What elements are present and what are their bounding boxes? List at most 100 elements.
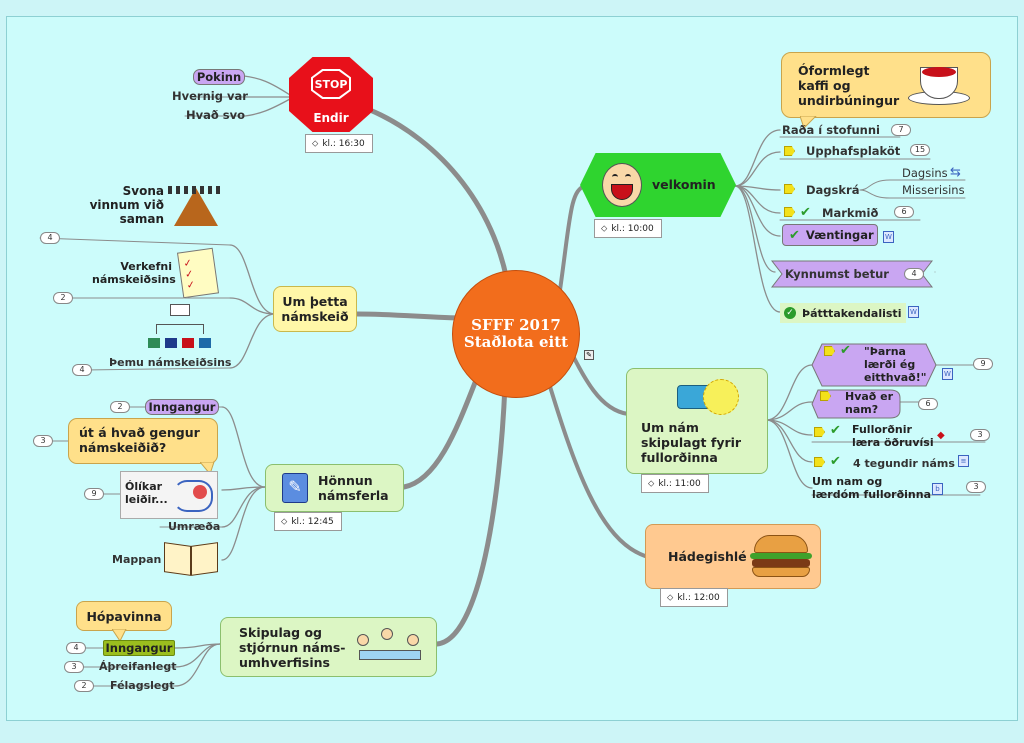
markmid-count[interactable]: 6: [894, 206, 914, 218]
dagsins-node[interactable]: Dagsins: [902, 166, 948, 180]
markmid-node[interactable]: Markmið: [822, 206, 879, 220]
checkmark-icon: ✔: [840, 343, 851, 358]
checklist-icon: ✓✓✓: [176, 247, 220, 299]
meeting-table-icon: [168, 180, 224, 228]
upphafsplakot-node[interactable]: Upphafsplaköt: [806, 144, 901, 158]
puzzle-sun-icon: [677, 379, 747, 415]
central-topic[interactable]: SFFF 2017 Staðlota eitt: [452, 270, 580, 398]
note-icon[interactable]: ✎: [584, 350, 594, 360]
laughing-face-icon: [602, 163, 642, 207]
umnamog-node[interactable]: Um nam og lærdóm fullorðinna: [812, 475, 931, 501]
endir-time-tag: ⬦kl.: 16:30: [305, 134, 373, 153]
checkmark-icon: ✔: [800, 205, 811, 220]
hvernig-var-node[interactable]: Hvernig var: [172, 89, 248, 103]
shapes-icon: ◆: [937, 430, 945, 441]
umnam-time-tag: ⬦kl.: 11:00: [641, 474, 709, 493]
raoa-node[interactable]: Raða í stofunni: [782, 123, 880, 137]
callout-namskeid-label: út á hvað gengur námskeiðið?: [79, 425, 200, 455]
doc-icon[interactable]: ≡: [958, 455, 969, 467]
tag-icon: ⬦: [601, 223, 608, 234]
umraeda-node[interactable]: Umræða: [168, 520, 221, 533]
tharna-node[interactable]: "Þarna lærði ég eitthvað!": [864, 345, 927, 384]
olikar-node[interactable]: Ólíkar leiðir...: [120, 471, 218, 519]
verkefni-node[interactable]: Verkefni námskeiðsins: [92, 260, 176, 286]
raoa-count[interactable]: 7: [891, 124, 911, 136]
felagslegt-count[interactable]: 2: [74, 680, 94, 692]
flag-icon: [814, 457, 825, 467]
callout-pointer: [800, 116, 817, 128]
honnun-time-tag: ⬦kl.: 12:45: [274, 512, 342, 531]
central-topic-label: SFFF 2017 Staðlota eitt: [463, 316, 569, 351]
word-doc-icon[interactable]: W: [942, 368, 953, 380]
kynnumst-count[interactable]: 4: [904, 268, 924, 280]
velkomin-time-tag: ⬦kl.: 10:00: [594, 219, 662, 238]
verkefni-count[interactable]: 4: [40, 232, 60, 244]
callout-namskeid-count[interactable]: 3: [33, 435, 53, 447]
flag-icon: [784, 184, 795, 194]
word-doc-icon[interactable]: W: [908, 306, 919, 318]
upphafsplakot-count[interactable]: 15: [910, 144, 930, 156]
hvad-svo-node[interactable]: Hvað svo: [186, 108, 246, 122]
themu-node[interactable]: Þemu námskeiðsins: [109, 356, 232, 369]
endir-node[interactable]: STOP Endir: [289, 57, 373, 132]
checkmark-icon: ✔: [789, 227, 800, 243]
fullordnir-count[interactable]: 3: [970, 429, 990, 441]
felagslegt-node[interactable]: Félagslegt: [110, 679, 175, 692]
dagskra-node[interactable]: Dagskrá: [806, 183, 860, 197]
inngangur-honnun-count[interactable]: 2: [110, 401, 130, 413]
areifanlegt-count[interactable]: 3: [64, 661, 84, 673]
vaentingar-node[interactable]: ✔Væntingar: [782, 224, 878, 246]
inngangur-skipulag-count[interactable]: 4: [66, 642, 86, 654]
word-doc-icon[interactable]: W: [883, 231, 894, 243]
hamburger-icon: [750, 533, 812, 581]
flag-icon: [820, 391, 831, 401]
tag-icon: ⬦: [312, 138, 319, 149]
blog-icon[interactable]: b: [932, 483, 943, 495]
misserisins-node[interactable]: Misserisins: [902, 183, 965, 197]
umthetta-label: Um þetta námskeið: [281, 294, 349, 324]
honnun-label: Hönnun námsferla: [318, 473, 389, 503]
thatttakendalisti-node[interactable]: ✓ Þátttakendalisti: [780, 303, 906, 323]
honnun-node[interactable]: ✎ Hönnun námsferla: [265, 464, 404, 512]
checkmark-icon: ✔: [830, 454, 841, 469]
themu-count[interactable]: 4: [72, 364, 92, 376]
sync-icon: ⇆: [950, 165, 961, 180]
velkomin-label: velkomin: [652, 177, 716, 192]
hadegi-node[interactable]: Hádegishlé: [645, 524, 821, 589]
kynnumst-node[interactable]: Kynnumst betur: [785, 267, 889, 281]
stop-sign-icon: STOP: [311, 69, 351, 99]
skipulag-node[interactable]: Skipulag og stjórnun náms-umhverfisins: [220, 617, 437, 677]
tharna-count[interactable]: 9: [973, 358, 993, 370]
hvad-er-nam-count[interactable]: 6: [918, 398, 938, 410]
umnamog-count[interactable]: 3: [966, 481, 986, 493]
callout-kaffi-label: Óformlegt kaffi og undirbúningur: [798, 63, 900, 108]
svona-node[interactable]: Svona vinnum við saman: [89, 184, 164, 226]
check-circle-icon: ✓: [784, 307, 796, 319]
hvad-er-nam-node[interactable]: Hvað er nam?: [845, 390, 894, 416]
tag-icon: ⬦: [648, 478, 655, 489]
velkomin-node[interactable]: velkomin: [580, 153, 736, 217]
fullordnir-node[interactable]: Fullorðnir læra öðruvísi: [852, 423, 934, 449]
pokinn-node[interactable]: Pokinn: [193, 69, 245, 85]
checkmark-icon: ✔: [830, 423, 841, 438]
inngangur-skipulag-node[interactable]: Inngangur: [103, 640, 175, 656]
callout-kaffi[interactable]: Óformlegt kaffi og undirbúningur: [781, 52, 991, 118]
mappan-node[interactable]: Mappan: [112, 553, 162, 566]
flag-icon: [824, 346, 835, 356]
olikar-label: Ólíkar leiðir...: [125, 480, 168, 506]
areifanlegt-node[interactable]: Áþreifanlegt: [99, 660, 177, 673]
edit-document-icon: ✎: [282, 473, 308, 503]
umnam-node[interactable]: Um nám skipulagt fyrir fullorðinna: [626, 368, 768, 474]
hopavinna-node[interactable]: Hópavinna: [76, 601, 172, 631]
endir-label: Endir: [313, 111, 349, 125]
hopavinna-label: Hópavinna: [86, 608, 162, 624]
verkefni2-count[interactable]: 2: [53, 292, 73, 304]
tegundir-node[interactable]: 4 tegundir náms: [853, 457, 955, 470]
tag-icon: ⬦: [667, 592, 674, 603]
umthetta-node[interactable]: Um þetta námskeið: [273, 286, 357, 332]
olikar-count[interactable]: 9: [84, 488, 104, 500]
inngangur-honnun-node[interactable]: Inngangur: [145, 399, 219, 415]
callout-namskeid[interactable]: út á hvað gengur námskeiðið?: [68, 418, 218, 464]
